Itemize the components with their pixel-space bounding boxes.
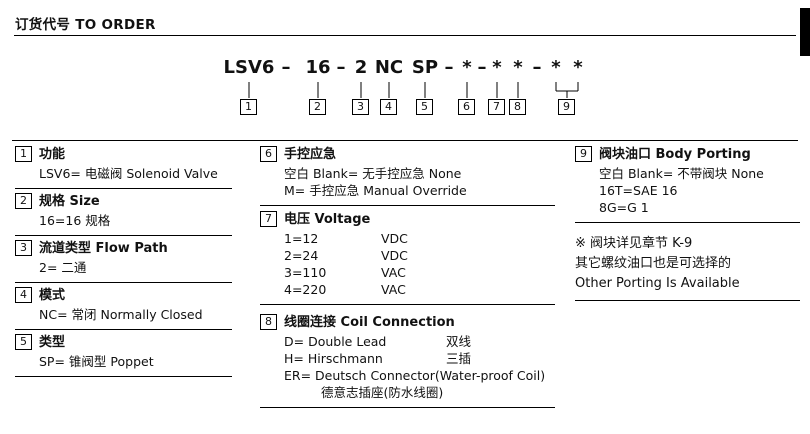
section-voltage: 7 电压 Voltage 1=12 VDC 2=24 VDC 3=110 VAC… — [260, 211, 555, 305]
code-segment-0: LSV6 — [223, 57, 275, 78]
option-line: M= 手控应急 Manual Override — [284, 183, 467, 198]
section-divider — [12, 140, 798, 141]
code-segment-8: * — [462, 57, 472, 78]
coil-code: H= Hirschmann — [284, 351, 383, 366]
code-marker-3: 3 — [352, 99, 369, 115]
code-segment-4: 2 — [354, 57, 368, 78]
code-segment-2: 16 — [305, 57, 331, 78]
voltage-unit: VAC — [381, 282, 406, 297]
section-number-badge: 2 — [15, 193, 32, 209]
coil-row: H= Hirschmann 三插 — [284, 350, 555, 367]
section-title: 规格 Size — [39, 194, 100, 209]
code-marker-6: 6 — [458, 99, 475, 115]
option-line: 8G=G 1 — [599, 200, 649, 215]
section-number-badge: 1 — [15, 146, 32, 162]
voltage-code: 3=110 — [284, 265, 327, 280]
section-title: 阀块油口 Body Porting — [599, 147, 751, 162]
note-line: Other Porting Is Available — [575, 276, 740, 291]
section-number-badge: 8 — [260, 314, 277, 330]
code-segment-10: * — [492, 57, 502, 78]
header-divider — [14, 35, 796, 36]
option-line: 16T=SAE 16 — [599, 183, 678, 198]
code-segment-9: – — [477, 57, 487, 78]
page-title: 订货代号 TO ORDER — [15, 17, 156, 33]
voltage-unit: VAC — [381, 265, 406, 280]
code-segment-12: – — [532, 57, 542, 78]
section-number-badge: 4 — [15, 287, 32, 303]
section-title: 手控应急 — [284, 147, 337, 162]
voltage-unit: VDC — [381, 231, 408, 246]
option-line: LSV6= 电磁阀 Solenoid Valve — [39, 166, 218, 181]
option-line: 德意志插座(防水线圈) — [321, 385, 444, 400]
option-line: NC= 常闭 Normally Closed — [39, 307, 203, 322]
code-segment-13: * — [551, 57, 561, 78]
note-line: 其它螺纹油口也是可选择的 — [575, 256, 732, 271]
code-segment-5: NC — [374, 57, 404, 78]
voltage-code: 2=24 — [284, 248, 319, 263]
coil-code: D= Double Lead — [284, 334, 387, 349]
section-title: 电压 Voltage — [284, 212, 371, 227]
coil-row: D= Double Lead 双线 — [284, 333, 555, 350]
option-line: 16=16 规格 — [39, 213, 111, 228]
coil-label-cn: 双线 — [446, 334, 472, 349]
code-marker-2: 2 — [309, 99, 326, 115]
code-segment-3: – — [336, 57, 346, 78]
voltage-code: 1=12 — [284, 231, 319, 246]
section-size: 2 规格 Size 16=16 规格 — [15, 193, 232, 236]
section-number-badge: 3 — [15, 240, 32, 256]
option-line: 空白 Blank= 不带阀块 None — [599, 166, 764, 181]
code-marker-1: 1 — [240, 99, 257, 115]
option-line: ER= Deutsch Connector(Water-proof Coil) — [284, 368, 546, 383]
section-title: 流道类型 Flow Path — [39, 241, 168, 256]
section-coil-connection: 8 线圈连接 Coil Connection D= Double Lead 双线… — [260, 314, 555, 408]
voltage-unit: VDC — [381, 248, 408, 263]
section-number-badge: 9 — [575, 146, 592, 162]
option-line: 2= 二通 — [39, 260, 87, 275]
section-title: 类型 — [39, 335, 66, 350]
section-title: 模式 — [39, 288, 66, 303]
voltage-row: 1=12 VDC — [284, 230, 555, 247]
section-porting-note: ※ 阀块详见章节 K-9 其它螺纹油口也是可选择的 Other Porting … — [575, 234, 800, 301]
voltage-row: 2=24 VDC — [284, 247, 555, 264]
code-segment-1: – — [281, 57, 291, 78]
code-segment-6: SP — [411, 57, 439, 78]
section-number-badge: 6 — [260, 146, 277, 162]
section-title: 功能 — [39, 147, 66, 162]
section-function: 1 功能 LSV6= 电磁阀 Solenoid Valve — [15, 146, 232, 189]
section-body-porting: 9 阀块油口 Body Porting 空白 Blank= 不带阀块 None … — [575, 146, 800, 223]
code-segment-7: – — [444, 57, 454, 78]
code-marker-4: 4 — [380, 99, 397, 115]
code-marker-9: 9 — [558, 99, 575, 115]
code-segment-14: * — [573, 57, 583, 78]
section-flow-path: 3 流道类型 Flow Path 2= 二通 — [15, 240, 232, 283]
voltage-code: 4=220 — [284, 282, 327, 297]
page-edge-tab — [800, 8, 810, 56]
section-title: 线圈连接 Coil Connection — [284, 315, 455, 330]
section-number-badge: 5 — [15, 334, 32, 350]
code-marker-5: 5 — [416, 99, 433, 115]
voltage-row: 4=220 VAC — [284, 281, 555, 298]
coil-label-cn: 三插 — [446, 351, 472, 366]
note-line: ※ 阀块详见章节 K-9 — [575, 236, 693, 251]
option-line: 空白 Blank= 无手控应急 None — [284, 166, 462, 181]
option-line: SP= 锥阀型 Poppet — [39, 354, 154, 369]
voltage-row: 3=110 VAC — [284, 264, 555, 281]
code-marker-7: 7 — [488, 99, 505, 115]
code-marker-8: 8 — [509, 99, 526, 115]
section-type: 5 类型 SP= 锥阀型 Poppet — [15, 334, 232, 377]
section-manual-override: 6 手控应急 空白 Blank= 无手控应急 None M= 手控应急 Manu… — [260, 146, 555, 206]
section-number-badge: 7 — [260, 211, 277, 227]
code-segment-11: * — [513, 57, 523, 78]
section-mode: 4 模式 NC= 常闭 Normally Closed — [15, 287, 232, 330]
